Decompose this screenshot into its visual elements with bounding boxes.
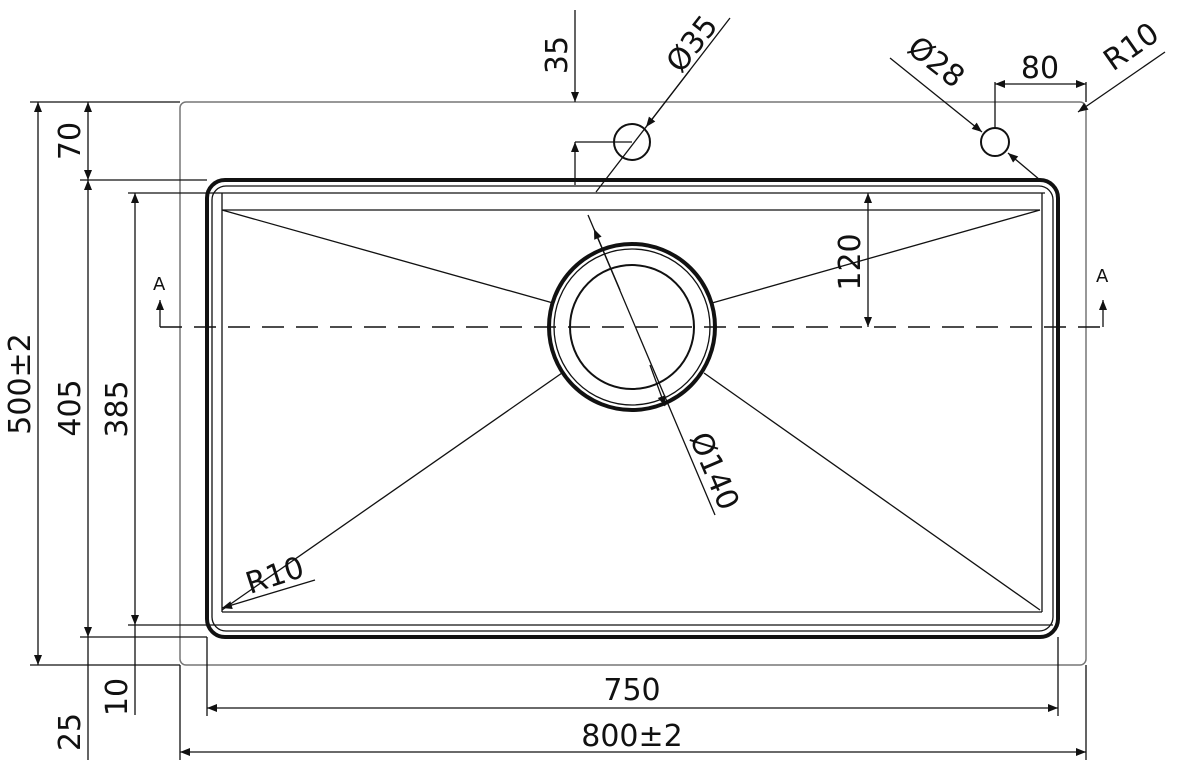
slope-lines [221,209,1041,611]
section-label-right: A [1096,266,1109,287]
slope-line [221,372,563,611]
overall-depth-label: 500±2 [3,333,38,434]
leader-arrow [1077,51,1166,113]
accessory-hole-offset-label: 80 [1021,51,1059,86]
inner-radius-label: R10 [242,550,309,602]
bowl-inner-edge [211,185,1054,632]
accessory-hole-diameter-label: Ø28 [901,30,971,96]
bottom-offset-label: 10 [100,678,135,716]
tap-hole-offset-label: 35 [540,36,575,74]
accessory-hole [980,127,1010,157]
bowl-outline [205,178,1060,639]
leader-arrow [649,364,666,407]
bowl-inner-depth-label: 385 [100,380,135,437]
leader-arrow [889,57,983,133]
leader-arrow [1007,152,1041,181]
top-margin-label: 70 [53,122,88,160]
bowl-outer-depth-label: 405 [53,379,88,436]
leader-arrow [593,228,621,291]
bowl-width-label: 750 [603,673,660,708]
outer-radius-label: R10 [1097,16,1165,79]
section-label-left: A [153,274,166,295]
overall-width-label: 800±2 [581,719,682,754]
slope-line [221,209,554,304]
leader-arrow [221,579,316,609]
leader-arrow [645,69,691,128]
sink-outline [179,101,1087,666]
tap-hole-diameter-label: Ø35 [660,9,726,79]
drain-diameter-label: Ø140 [682,427,746,515]
slope-line [711,209,1041,304]
drain-offset-label: 120 [833,233,868,290]
bottom-margin-label: 25 [53,713,88,751]
slope-line [703,372,1041,611]
